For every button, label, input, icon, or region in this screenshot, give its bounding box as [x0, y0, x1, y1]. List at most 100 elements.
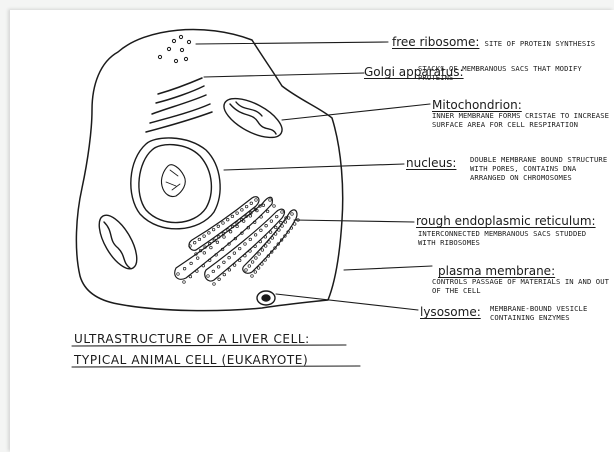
- free-ribosome-desc: SITE OF PROTEIN SYNTHESIS: [485, 39, 596, 48]
- er-ribosome-dot: [255, 199, 258, 202]
- label-plasma-membrane: plasma membrane:: [438, 262, 555, 278]
- nucleus-term: nucleus:: [406, 156, 456, 170]
- er-ribosome-dot: [254, 271, 257, 274]
- er-ribosome-dot: [190, 262, 193, 265]
- er-ribosome-dot: [196, 257, 199, 260]
- er-ribosome-dot: [244, 254, 247, 257]
- er-ribosome-dot: [249, 215, 252, 218]
- er-ribosome-dot: [193, 241, 196, 244]
- er-ribosome-dot: [255, 257, 258, 260]
- plasma-membrane-term: plasma membrane:: [438, 264, 555, 278]
- er-ribosome-dot: [262, 204, 265, 207]
- er-ribosome-dot: [265, 224, 268, 227]
- er-ribosome-dot: [264, 236, 267, 239]
- er-ribosome-dot: [266, 210, 269, 213]
- label-rough-er: rough endoplasmic reticulum:: [416, 212, 596, 228]
- mitochondrion-left: [92, 210, 145, 275]
- er-ribosome-dot: [223, 273, 226, 276]
- er-ribosome-dot: [251, 261, 254, 264]
- er-ribosome-dot: [203, 235, 206, 238]
- er-ribosome-dot: [260, 229, 263, 232]
- er-ribosome-dot: [293, 223, 296, 226]
- er-ribosome-dot: [217, 225, 220, 228]
- er-ribosome-dot: [264, 245, 267, 248]
- diagram-title-line-2: TYPICAL ANIMAL CELL (EUKARYOTE): [74, 353, 308, 367]
- label-free-ribosome: free ribosome: SITE OF PROTEIN SYNTHESIS: [392, 33, 595, 49]
- er-ribosome-dot: [236, 212, 239, 215]
- lysosome-term: lysosome:: [420, 305, 481, 319]
- er-ribosome-dot: [275, 215, 278, 218]
- er-ribosome-dot: [274, 233, 277, 236]
- er-ribosome-dot: [238, 259, 241, 262]
- er-ribosome-dot: [245, 205, 248, 208]
- er-ribosome-dot: [269, 199, 272, 202]
- mitochondrion-desc: INNER MEMBRANE FORMS CRISTAE TO INCREASE…: [432, 111, 612, 129]
- er-ribosome-dot: [281, 225, 284, 228]
- er-ribosome-dot: [183, 267, 186, 270]
- er-ribosome-dot: [217, 266, 220, 269]
- er-ribosome-dot: [216, 241, 219, 244]
- er-ribosome-dot: [268, 241, 271, 244]
- er-ribosome-dot: [223, 236, 226, 239]
- er-ribosome-dot: [258, 253, 261, 256]
- er-ribosome-dot: [238, 247, 241, 250]
- er-ribosome-dot: [261, 263, 264, 266]
- er-ribosome-dot: [260, 216, 263, 219]
- er-ribosome-dot: [248, 265, 251, 268]
- er-ribosome-dot: [208, 232, 211, 235]
- er-ribosome-dot: [183, 281, 186, 284]
- er-ribosome-dot: [274, 226, 277, 229]
- er-ribosome-dot: [269, 231, 272, 234]
- er-ribosome-dot: [280, 221, 283, 224]
- er-ribosome-dot: [244, 243, 247, 246]
- er-ribosome-dot: [278, 229, 281, 232]
- er-ribosome-dot: [207, 275, 210, 278]
- er-ribosome-dot: [213, 283, 216, 286]
- free-ribosome-term: free ribosome:: [392, 35, 479, 49]
- er-ribosome-dot: [241, 209, 244, 212]
- golgi-desc: STACKS OF MEMBRANOUS SACS THAT MODIFY PR…: [418, 64, 612, 82]
- er-ribosome-dot: [223, 261, 226, 264]
- er-ribosome-dot: [212, 270, 215, 273]
- er-ribosome-dot: [229, 230, 232, 233]
- er-ribosome-dot: [261, 249, 264, 252]
- er-ribosome-dot: [254, 234, 257, 237]
- er-ribosome-dot: [196, 270, 199, 273]
- er-ribosome-dot: [270, 220, 273, 223]
- er-ribosome-dot: [291, 213, 294, 216]
- lysosome: [257, 291, 275, 305]
- er-ribosome-dot: [233, 264, 236, 267]
- free-ribosomes: [158, 35, 190, 62]
- er-ribosome-dot: [271, 237, 274, 240]
- nucleus: [131, 138, 220, 229]
- er-ribosome-dot: [212, 228, 215, 231]
- er-ribosome-dot: [198, 238, 201, 241]
- diagram-title-line-1: ULTRASTRUCTURE OF A LIVER CELL:: [74, 332, 310, 346]
- rough-er-desc: INTERCONNECTED MEMBRANOUS SACS STUDDED W…: [418, 229, 588, 247]
- golgi-apparatus: [146, 78, 212, 132]
- er-ribosome-dot: [249, 238, 252, 241]
- er-ribosome-dot: [177, 273, 180, 276]
- rough-endoplasmic-reticulum: [175, 197, 297, 281]
- mitochondrion: [218, 91, 288, 146]
- rough-er-term: rough endoplasmic reticulum:: [416, 214, 596, 228]
- plasma-membrane-desc: CONTROLS PASSAGE OF MATERIALS IN AND OUT…: [432, 277, 610, 295]
- nucleus-desc: DOUBLE MEMBRANE BOUND STRUCTURE WITH POR…: [470, 155, 612, 182]
- er-ribosome-dot: [231, 215, 234, 218]
- cell-membrane: [76, 30, 342, 311]
- er-ribosome-dot: [281, 211, 284, 214]
- er-ribosome-dot: [218, 278, 221, 281]
- er-ribosome-dot: [284, 221, 287, 224]
- label-lysosome: lysosome:: [420, 303, 481, 319]
- er-ribosome-dot: [273, 205, 276, 208]
- er-ribosome-dot: [250, 202, 253, 205]
- er-ribosome-dot: [236, 225, 239, 228]
- leader-lines: [196, 42, 432, 310]
- er-ribosome-dot: [287, 217, 290, 220]
- label-mitochondrion: Mitochondrion:: [432, 96, 522, 112]
- nucleolus: [161, 165, 185, 197]
- er-ribosome-dot: [210, 246, 213, 249]
- er-ribosome-dot: [203, 252, 206, 255]
- er-ribosome-dot: [257, 267, 260, 270]
